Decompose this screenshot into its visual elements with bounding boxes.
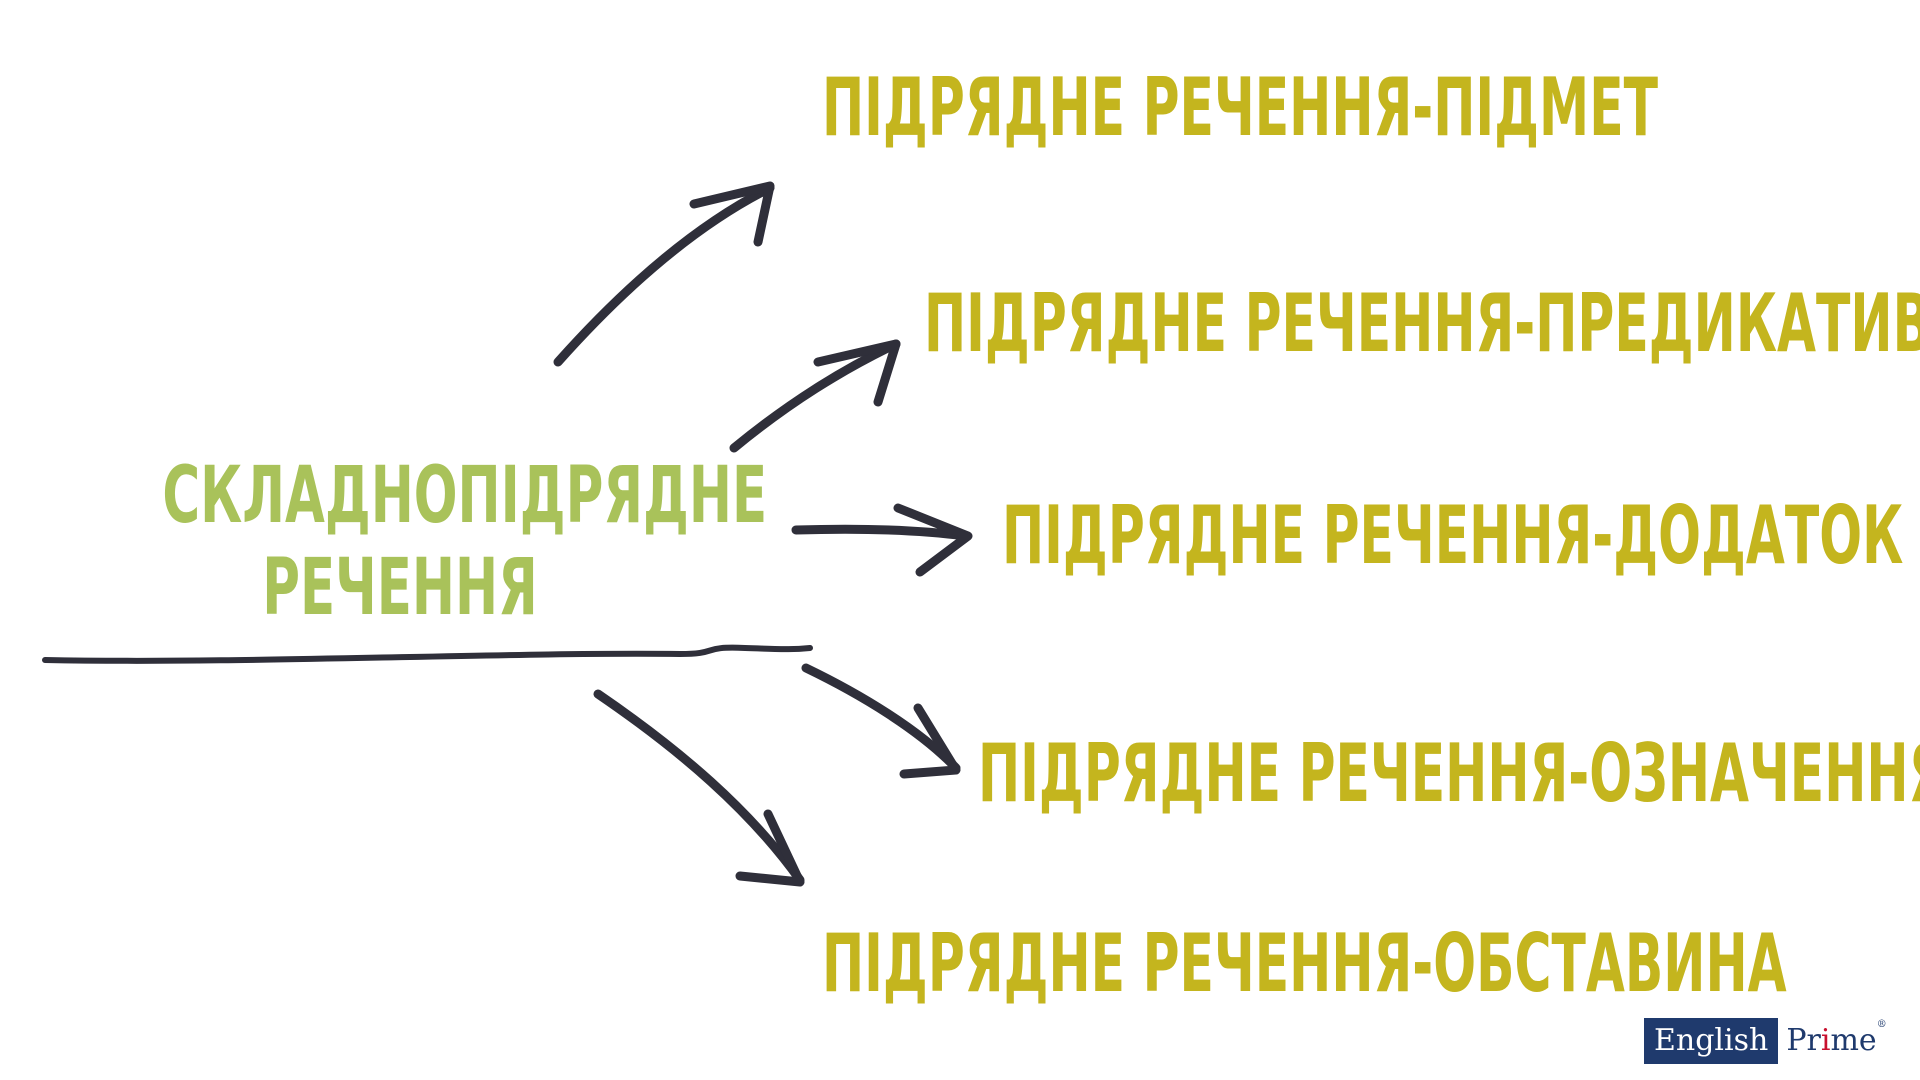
logo-right-part: Prime®	[1778, 1018, 1893, 1064]
arrow-to-attribute-shaft	[801, 663, 961, 773]
main-title-line-1: СКЛАДНОПІДРЯДНЕ	[162, 451, 768, 541]
english-prime-logo: English Prime®	[1644, 1018, 1893, 1064]
branch-predicative-clause: ПІДРЯДНЕ РЕЧЕННЯ-ПРЕДИКАТИВ	[924, 277, 1920, 370]
branch-object-clause: ПІДРЯДНЕ РЕЧЕННЯ-ДОДАТОК	[1002, 489, 1904, 582]
logo-left-part: English	[1654, 1023, 1769, 1058]
logo-right-accent: i	[1820, 1023, 1831, 1058]
main-title: СКЛАДНОПІДРЯДНЕ РЕЧЕННЯ	[162, 450, 768, 634]
branch-adverbial-clause: ПІДРЯДНЕ РЕЧЕННЯ-ОБСТАВИНА	[822, 917, 1787, 1010]
arrow-to-attribute-head	[899, 703, 961, 779]
branch-subject-clause: ПІДРЯДНЕ РЕЧЕННЯ-ПІДМЕТ	[822, 61, 1659, 154]
arrow-to-adverbial-head	[735, 809, 805, 887]
logo-right-pre: Pr	[1786, 1023, 1821, 1058]
arrow-to-object-shaft	[791, 524, 971, 541]
arrow-to-adverbial-shaft	[593, 689, 805, 885]
branch-attributive-clause: ПІДРЯДНЕ РЕЧЕННЯ-ОЗНАЧЕННЯ	[978, 727, 1920, 820]
arrow-to-subject-head	[689, 181, 775, 247]
main-title-line-2: РЕЧЕННЯ	[262, 543, 538, 633]
arrow-to-predicative-shaft	[729, 339, 901, 453]
underline-stroke	[42, 644, 813, 664]
logo-registered-mark: ®	[1876, 1019, 1887, 1030]
arrow-to-predicative-head	[813, 339, 901, 407]
logo-right-post: me	[1830, 1023, 1877, 1058]
arrow-to-subject-shaft	[553, 183, 775, 367]
arrow-to-object-head	[893, 503, 973, 577]
